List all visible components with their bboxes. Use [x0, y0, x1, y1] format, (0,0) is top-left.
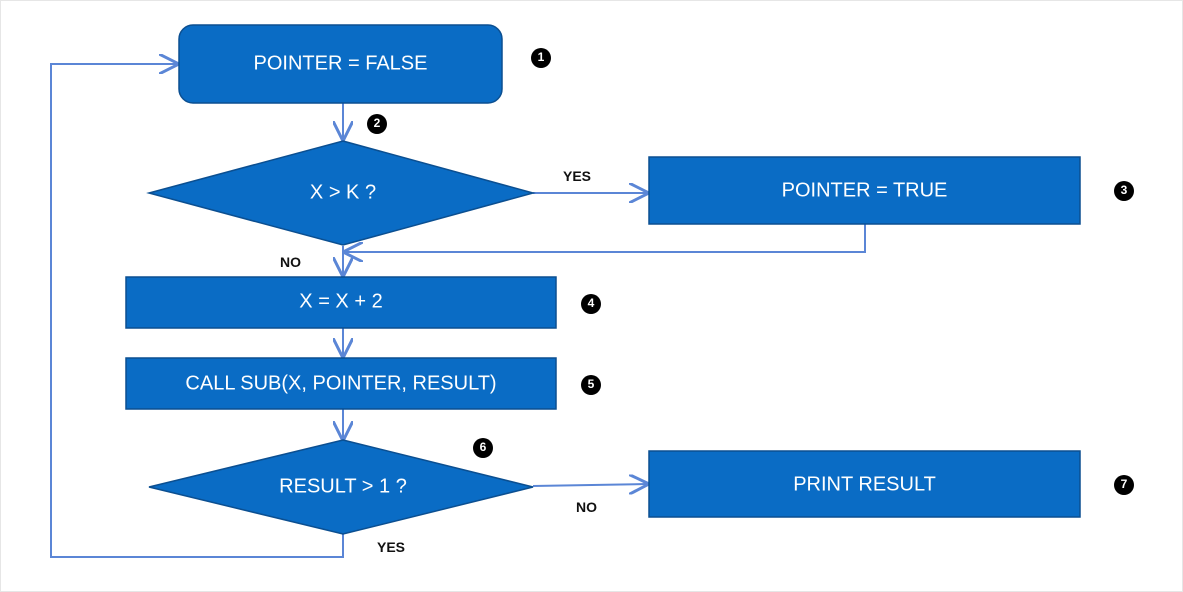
step-badge-4: 4	[581, 294, 601, 314]
node-call-sub: CALL SUB(X, POINTER, RESULT)	[125, 357, 557, 410]
step-badge-6: 6	[473, 438, 493, 458]
edge-result-no	[532, 484, 647, 486]
node-label-x-plus-2: X = X + 2	[299, 290, 382, 312]
step-badge-2: 2	[367, 114, 387, 134]
svg-text:4: 4	[588, 296, 595, 310]
step-badge-5: 5	[581, 375, 601, 395]
node-x-gt-k: X > K ?	[146, 140, 536, 246]
node-label-result-gt-1: RESULT > 1 ?	[279, 475, 407, 497]
node-pointer-false: POINTER = FALSE	[178, 24, 503, 104]
svg-text:3: 3	[1121, 183, 1128, 197]
node-label-print-result: PRINT RESULT	[793, 473, 936, 495]
svg-text:6: 6	[480, 440, 487, 454]
edge-label-x-gt-k-yes: YES	[563, 168, 591, 184]
svg-text:5: 5	[588, 377, 595, 391]
node-print-result: PRINT RESULT	[648, 450, 1081, 518]
node-x-plus-2: X = X + 2	[125, 276, 557, 329]
edge-label-result-yes: YES	[377, 539, 405, 555]
svg-text:1: 1	[538, 50, 545, 64]
node-label-pointer-false: POINTER = FALSE	[254, 52, 428, 74]
edge-result-yes-loop	[50, 64, 344, 558]
edge-pointer-true-return	[345, 224, 866, 252]
node-label-pointer-true: POINTER = TRUE	[782, 179, 948, 201]
edge-label-result-no: NO	[576, 499, 597, 515]
step-badge-7: 7	[1114, 475, 1134, 495]
svg-text:7: 7	[1121, 477, 1128, 491]
svg-text:2: 2	[374, 116, 381, 130]
node-pointer-true: POINTER = TRUE	[648, 156, 1081, 225]
edge-label-x-gt-k-no: NO	[280, 254, 301, 270]
step-badge-1: 1	[531, 48, 551, 68]
node-label-x-gt-k: X > K ?	[310, 181, 376, 203]
node-result-gt-1: RESULT > 1 ?	[148, 439, 534, 535]
step-badge-3: 3	[1114, 181, 1134, 201]
node-label-call-sub: CALL SUB(X, POINTER, RESULT)	[185, 372, 496, 394]
